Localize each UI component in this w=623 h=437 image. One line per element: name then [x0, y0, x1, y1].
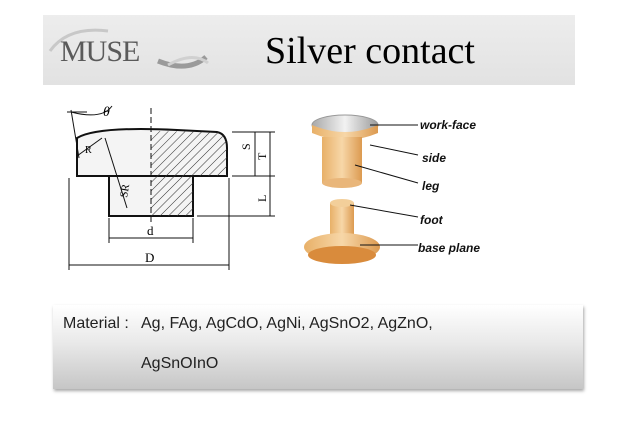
contact-parts-illustration: work-face side leg foot base plane — [300, 105, 500, 280]
sr-label: SR — [118, 183, 132, 199]
side-label: side — [422, 151, 447, 165]
page-title: Silver contact — [265, 30, 475, 72]
r-label: R — [85, 145, 92, 156]
d-small-label: d — [147, 223, 154, 238]
logo-text: MUSE — [60, 35, 140, 68]
theta-label: θ — [103, 105, 110, 120]
technical-drawing: θ R SR S T L d D — [57, 98, 297, 276]
s-label: S — [239, 143, 253, 150]
logo-swoosh-icon — [48, 28, 209, 69]
logo: MUSE — [48, 21, 213, 79]
d-large-label: D — [145, 250, 154, 265]
leg-label: leg — [422, 179, 440, 193]
l-label: L — [255, 195, 269, 202]
material-list-line2: AgSnOInO — [141, 355, 219, 372]
work-face-label: work-face — [420, 118, 477, 132]
material-list-line1: Ag, FAg, AgCdO, AgNi, AgSnO2, AgZnO, — [141, 315, 433, 332]
base-plane-label: base plane — [418, 241, 481, 255]
foot-label: foot — [420, 213, 443, 227]
material-box: Material : Ag, FAg, AgCdO, AgNi, AgSnO2,… — [53, 305, 583, 389]
header-bar: MUSE Silver contact — [43, 15, 575, 85]
material-label: Material : — [63, 315, 129, 332]
t-label: T — [255, 152, 269, 160]
